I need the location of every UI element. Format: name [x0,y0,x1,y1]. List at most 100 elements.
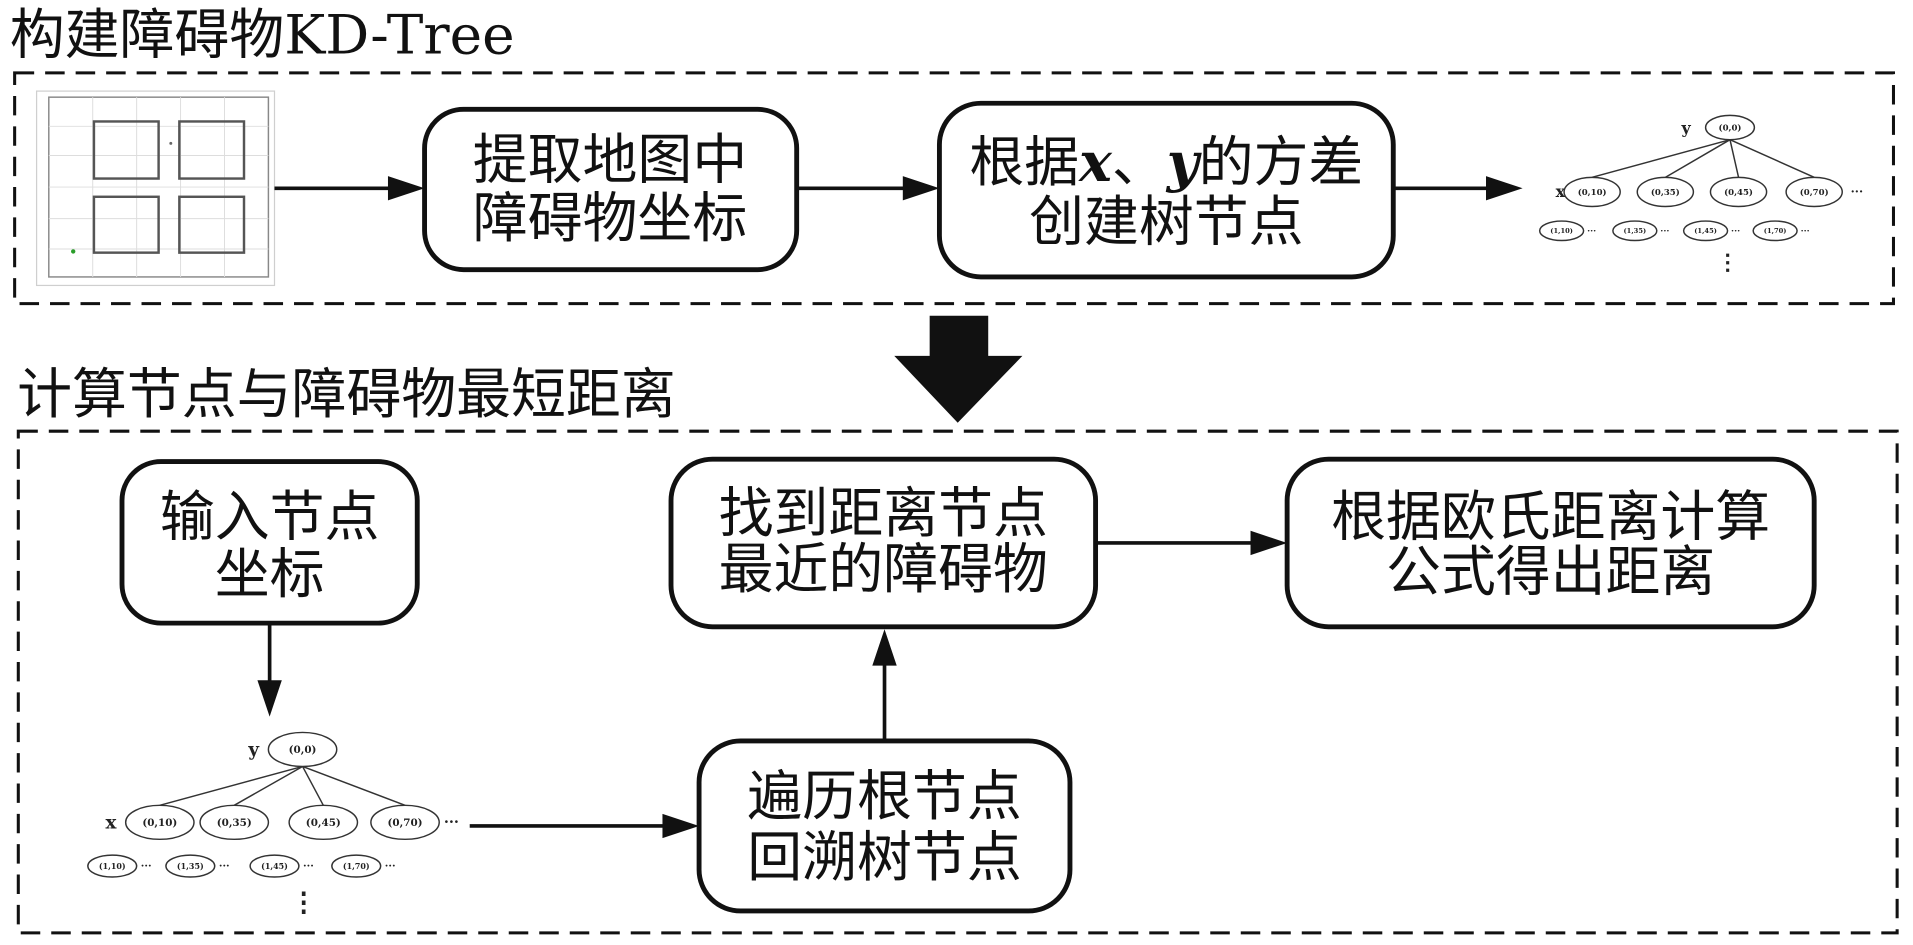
tree-grandchild-node [1612,220,1658,242]
tree-more-grandchildren: ··· [1660,226,1669,236]
tree-grandchild-node [165,854,216,878]
distance-box-frame [1284,456,1817,630]
tree-child-label: (0,10) [142,817,177,829]
tree-root-axis-label: y [247,740,260,761]
kd-tree-illustration-build: (0,0) y x (0,10) (0,35) (0,45) (0,70) ··· (1,10)… [1538,114,1863,276]
tree-more-grandchildren: ··· [385,860,396,872]
tree-grandchild-node [249,854,300,878]
tree-child-axis-label: x [1556,182,1566,201]
variance-var-y: y [1165,130,1202,194]
tree-grandchild-label: (1,70) [1764,227,1787,235]
traverse-backtrack-box: 遍历根节点 回溯树节点 [696,738,1073,914]
arrow-map-to-extract [274,176,425,201]
tree-grandchild-label: (1,35) [177,862,204,871]
map-obstacle-bottom-left [92,195,160,254]
euclidean-distance-box: 根据欧氏距离计算 公式得出距离 [1284,456,1817,630]
traverse-box-line2: 回溯树节点 [747,825,1021,889]
tree-child-node [1709,176,1768,208]
tree-root-node [267,731,338,768]
variance-box-line2: 创建树节点 [1029,190,1303,254]
variance-text-post: 的方差 [1199,130,1364,194]
extract-box-line2: 障碍物坐标 [473,186,747,250]
tree-more-children: ··· [444,814,459,831]
input-node-box: 输入节点 坐标 [119,459,420,626]
arrow-tree-to-traverse [469,813,700,839]
tree-more-grandchildren: ··· [303,860,314,872]
tree-child-label: (0,45) [306,817,341,829]
tree-child-label: (0,45) [1724,187,1753,198]
tree-more-levels: ⋮ [1717,250,1739,276]
tree-child-node [1636,176,1695,208]
map-thumbnail [35,90,276,287]
variance-node-box: 根据x、y的方差 创建树节点 [936,100,1396,280]
tree-grandchild-node [87,854,138,878]
tree-more-grandchildren: ··· [1801,226,1810,236]
tree-grandchild-label: (1,10) [1550,227,1573,235]
tree-child-node [288,804,359,841]
tree-child-label: (0,70) [1800,187,1829,198]
tree-child-node [199,804,270,841]
nearest-box-line2: 最近的障碍物 [719,537,1048,601]
tree-grandchild-label: (1,35) [1623,227,1646,235]
variance-box-line1: 根据x、y的方差 [969,130,1363,194]
tree-child-node [370,804,440,841]
tree-child-label: (0,10) [1578,187,1607,198]
input-box-line2: 坐标 [215,542,325,606]
tree-child-axis-label: x [106,812,117,833]
tree-root-axis-label: y [1680,119,1691,138]
variance-text-sep: 、 [1112,130,1167,194]
section-frame-build [13,71,1896,306]
map-start-point [71,249,76,254]
tree-edge [302,765,406,806]
tree-edge [1729,139,1740,178]
tree-grandchild-node [1752,220,1798,242]
tree-edge [1591,138,1731,179]
tree-grandchild-label: (1,70) [343,862,370,871]
section-title-build: 构建障碍物KD-Tree [10,3,515,67]
tree-child-label: (0,35) [1651,187,1680,198]
nearest-box-line1: 找到距离节点 [719,481,1048,545]
map-obstacle-top-right [178,120,246,180]
extract-box-line1: 提取地图中 [473,128,747,192]
tree-child-label: (0,35) [217,817,252,829]
map-obstacle-top-left [92,120,160,180]
traverse-box-line1: 遍历根节点 [747,764,1021,828]
tree-root-label: (0,0) [289,744,317,756]
tree-more-grandchildren: ··· [1731,226,1740,236]
input-box-line1: 输入节点 [160,485,380,549]
distance-box-line1: 根据欧氏距离计算 [1331,485,1770,549]
tree-root-label: (0,0) [1719,123,1742,134]
tree-child-node [1785,176,1843,208]
variance-var-x: x [1078,130,1113,194]
tree-edge [1664,139,1731,178]
map-goal-point [169,141,173,145]
arrow-input-to-tree [257,623,282,717]
tree-child-node [1563,176,1621,208]
tree-child-label: (0,70) [388,817,423,829]
arrow-extract-to-variance [796,176,940,201]
tree-edge [159,765,303,807]
tree-grandchild-label: (1,10) [99,862,126,871]
section-transition-arrow [894,315,1023,423]
tree-grandchild-label: (1,45) [261,862,288,871]
extract-coordinates-box: 提取地图中 障碍物坐标 [422,106,800,273]
arrow-nearest-to-distance [1095,530,1288,556]
tree-child-node [124,804,195,841]
tree-edge [1729,139,1815,179]
section-title-query: 计算节点与障碍物最短距离 [17,362,676,426]
nearest-obstacle-box: 找到距离节点 最近的障碍物 [668,456,1099,630]
kd-tree-illustration-query: (0,0) y x (0,10) (0,35) (0,45) (0,70) ··· (1,10)… [87,731,459,918]
tree-grandchild-node [1682,220,1729,242]
arrow-variance-to-tree [1393,176,1523,201]
tree-more-children: ··· [1851,185,1863,199]
tree-more-grandchildren: ··· [1587,226,1596,236]
tree-grandchild-label: (1,45) [1694,227,1717,235]
tree-root-node [1704,114,1756,141]
tree-edge [301,766,324,806]
map-obstacle-bottom-right [178,195,246,254]
tree-grandchild-node [331,854,382,878]
tree-more-levels: ⋮ [290,887,317,918]
tree-grandchild-node [1538,220,1585,242]
